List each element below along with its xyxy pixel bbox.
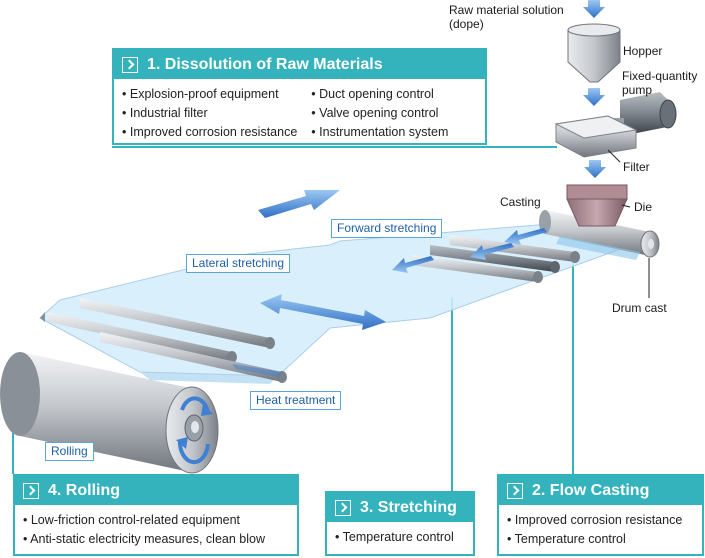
label-pointers — [607, 149, 650, 298]
panel-rolling-header: 4. Rolling — [15, 476, 297, 505]
chevron-right-icon — [122, 56, 138, 73]
chevron-right-icon — [507, 482, 523, 499]
lateral-stretching-tag: Lateral stretching — [186, 254, 291, 273]
panel-dissolution-col2: Duct opening control Valve opening contr… — [311, 85, 448, 142]
list-item: Instrumentation system — [311, 123, 448, 142]
panel-stretching-title: 3. Stretching — [360, 498, 457, 516]
dope-label: (dope) — [449, 17, 484, 31]
heat-treatment-tag: Heat treatment — [250, 391, 342, 410]
drum-cast-label: Drum cast — [612, 301, 667, 315]
list-item: Valve opening control — [311, 104, 448, 123]
panel-stretching-header: 3. Stretching — [327, 493, 473, 522]
pump-label-line2: pump — [622, 83, 653, 97]
list-item: Temperature control — [335, 528, 465, 547]
hopper-label: Hopper — [623, 44, 663, 58]
chevron-right-icon — [335, 499, 351, 516]
hopper — [567, 23, 621, 83]
panel-stretching-items: Temperature control — [335, 528, 465, 547]
list-item: Duct opening control — [311, 85, 448, 104]
chevron-right-icon — [23, 482, 39, 499]
panel-flow-casting: 2. Flow Casting Improved corrosion resis… — [497, 474, 704, 556]
list-item: Improved corrosion resistance — [507, 511, 694, 530]
panel-flow-casting-title: 2. Flow Casting — [532, 481, 650, 499]
casting-drum — [539, 210, 660, 260]
panel-dissolution: 1. Dissolution of Raw Materials Explosio… — [112, 48, 487, 145]
raw-material-label: Raw material solution — [449, 3, 564, 17]
flow-arrows — [258, 0, 606, 330]
panel-dissolution-col1: Explosion-proof equipment Industrial fil… — [122, 85, 297, 142]
forward-stretching-tag: Forward stretching — [331, 219, 443, 238]
filter-unit — [554, 115, 638, 158]
filter-label: Filter — [623, 160, 650, 174]
panel-flow-casting-header: 2. Flow Casting — [499, 476, 702, 505]
panel-stretching: 3. Stretching Temperature control — [325, 491, 475, 556]
film-sheet — [39, 219, 634, 377]
panel-rolling-title: 4. Rolling — [48, 481, 120, 499]
panel-rolling-items: Low-friction control-related equipment A… — [23, 511, 289, 549]
rolling-tag: Rolling — [45, 442, 94, 461]
stretching-rollers — [412, 235, 580, 283]
panel-dissolution-title: 1. Dissolution of Raw Materials — [147, 55, 383, 73]
panel-rolling: 4. Rolling Low-friction control-related … — [13, 474, 299, 556]
list-item: Explosion-proof equipment — [122, 85, 297, 104]
film-shadow — [140, 372, 278, 384]
die — [566, 184, 628, 227]
panel-dissolution-header: 1. Dissolution of Raw Materials — [114, 50, 485, 79]
list-item: Temperature control — [507, 530, 694, 549]
casting-label: Casting — [500, 195, 541, 209]
heat-treatment-rollers — [40, 298, 287, 383]
pump-label-line1: Fixed-quantity — [622, 69, 698, 83]
list-item: Improved corrosion resistance — [122, 123, 297, 142]
list-item: Industrial filter — [122, 104, 297, 123]
list-item: Anti-static electricity measures, clean … — [23, 530, 289, 549]
die-label: Die — [634, 200, 653, 214]
list-item: Low-friction control-related equipment — [23, 511, 289, 530]
panel-flow-casting-items: Improved corrosion resistance Temperatur… — [507, 511, 694, 549]
